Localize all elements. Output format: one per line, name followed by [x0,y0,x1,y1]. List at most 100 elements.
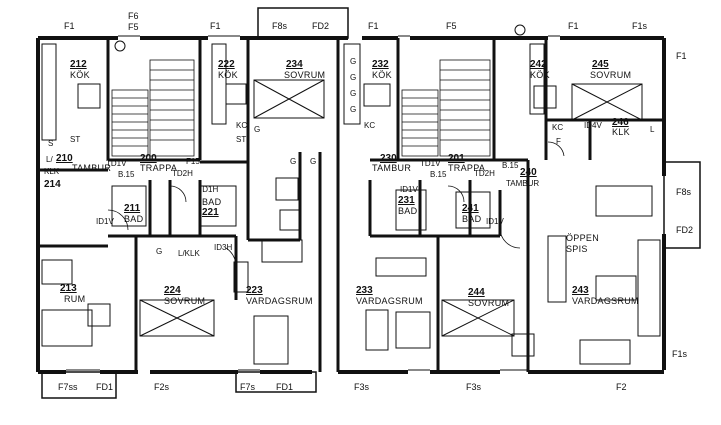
room-number: 246 [612,117,629,128]
door-label: ID1V [486,217,504,226]
room-name: VARDAGSRUM [246,296,313,306]
windows [66,35,560,371]
room-number: 214 [44,179,61,190]
door-label: ID3H [214,243,233,252]
window-label: F5 [446,21,457,31]
stair-left [111,59,195,157]
room-name: TRAPPA [140,163,178,173]
room-name: KÖK [372,70,392,80]
window-label: F1 [210,21,221,31]
window-label: F2 [616,382,627,392]
door-label: TD1V [106,159,127,168]
room-number: 231 [398,195,415,206]
window-label: F3s [466,382,482,392]
fixture-label: G [350,89,357,98]
bottom-left-bay [41,371,117,399]
room-name: TAMBUR [506,179,540,188]
room-name: ÖPPEN [566,233,600,243]
fixture-label: G [350,73,357,82]
room-number: 240 [520,167,537,178]
room-name: BAD [462,214,482,224]
room-number: 230 [380,153,397,164]
window-label: F3s [354,382,370,392]
door-label: B.15 [502,161,519,170]
bed [441,299,515,337]
door-label: B.15 [118,170,135,179]
window-label: F7s [240,382,256,392]
fixture-label: G [350,57,357,66]
door-label: TD2H [474,169,495,178]
room-number: 200 [140,153,157,164]
fixture-label: KC [236,121,248,130]
fixture-label: G [290,157,297,166]
bed [139,299,215,337]
room-number: 233 [356,285,373,296]
room-number: 243 [572,285,589,296]
room-number: 241 [462,203,479,214]
room-name: BAD [124,214,144,224]
fixture-label: KC [364,121,376,130]
window-label: F8s [676,187,692,197]
window-label: F1 [368,21,379,31]
chimney [514,24,526,36]
window-label: F6 [128,11,139,21]
room-name: KÖK [218,70,238,80]
room-number: 221 [202,207,219,218]
door-swings [107,141,565,269]
room-name: BAD [398,206,418,216]
window-label: F2s [154,382,170,392]
room-number: 244 [468,287,485,298]
door-label: ID1H [200,185,219,194]
room-name: KÖK [70,70,90,80]
room-name: KLK [612,127,630,137]
room-number: 210 [56,153,73,164]
room-number: 222 [218,59,235,70]
fixture-label: KC [552,123,564,132]
room-number: 232 [372,59,389,70]
room-number: 212 [70,59,87,70]
room-number: 201 [448,153,465,164]
fixture-label: G [254,125,261,134]
fixture-label: ST [236,135,247,144]
room-name: BAD [202,197,222,207]
door-label: FD1 [96,382,114,392]
fixture-label: G [310,157,317,166]
chimney [114,40,126,52]
fixture-label: KLK [44,167,60,176]
room-name: VARDAGSRUM [356,296,423,306]
room-number: 213 [60,283,77,294]
door-label: ID4V [584,121,602,130]
room-number: 211 [124,203,141,214]
room-name: KÖK [530,70,550,80]
room-name: SOVRUM [590,70,632,80]
room-name: TAMBUR [372,163,412,173]
room-number: 223 [246,285,263,296]
fixture-label: G [350,105,357,114]
bath-fixtures [111,185,567,303]
fixture-label: ST [70,135,81,144]
door-label: B.15 [430,170,447,179]
room-number: 245 [592,59,609,70]
fixture-label: L/KLK [178,249,200,258]
room-name: TRAPPA [448,163,486,173]
door-label: TD2H [172,169,193,178]
door-label: ID1V [400,185,418,194]
window-label: F5 [128,22,139,32]
room-name: TAMBUR [72,163,112,173]
window-label: F1s [632,21,648,31]
room-number: 234 [286,59,303,70]
room-number: 242 [530,59,547,70]
kitchen-counter [41,43,557,141]
room-name: SPIS [566,244,588,254]
furniture [41,177,661,365]
right-bay [663,161,701,249]
fixture-label: L [650,125,655,134]
window-label: F8s [272,21,288,31]
door-label: FD2 [312,21,330,31]
door-label: TD1V [420,159,441,168]
room-name: SOVRUM [468,298,510,308]
door-label: FD2 [676,225,694,235]
stair-right [401,59,491,157]
door-label: FD1 [276,382,294,392]
